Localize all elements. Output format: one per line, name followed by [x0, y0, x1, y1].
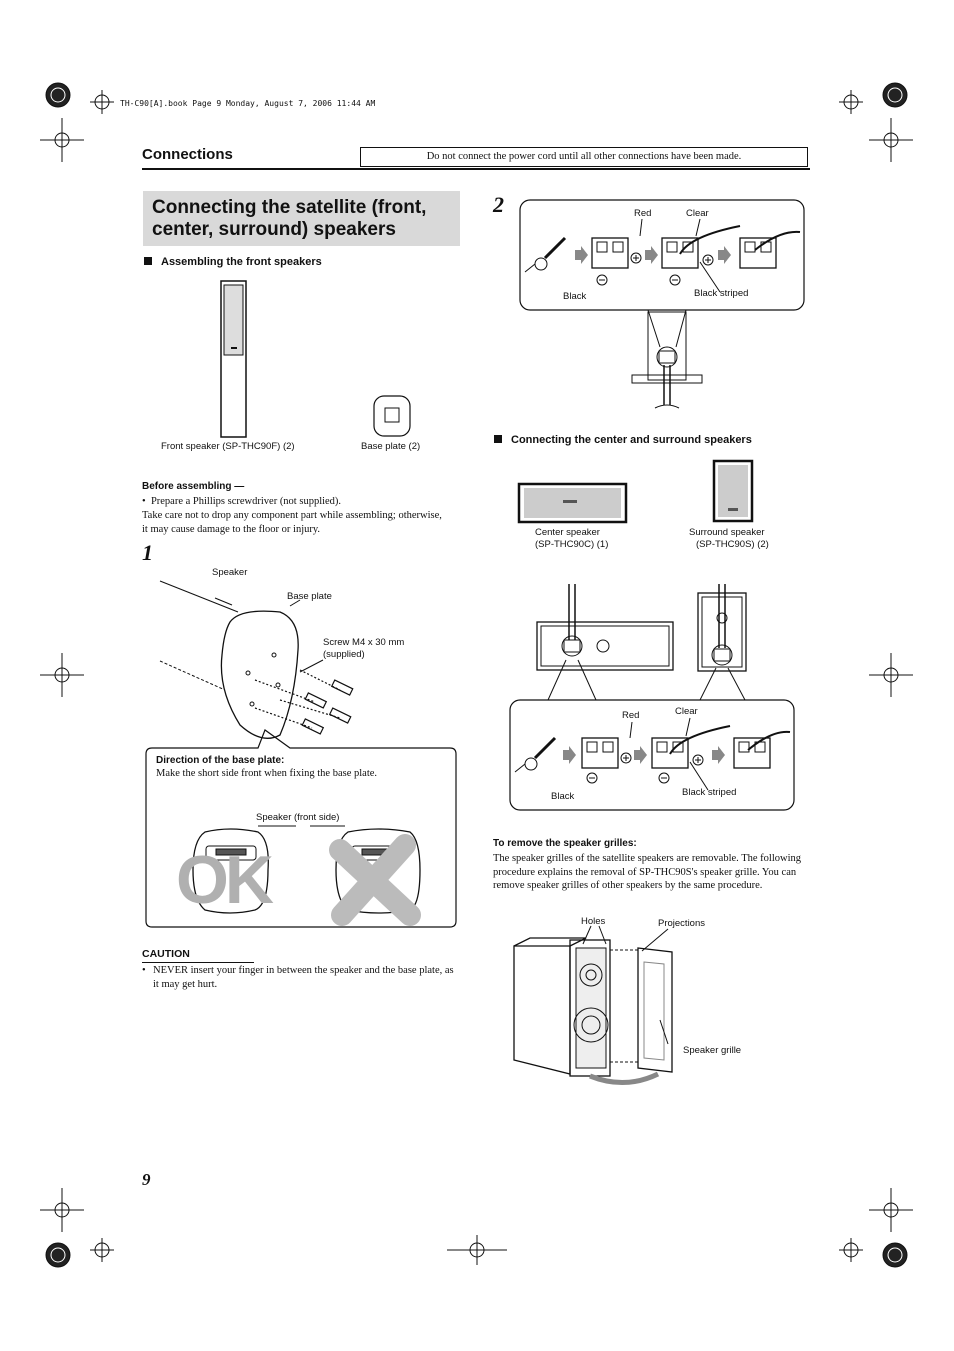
speaker-grille-callout: Speaker grille — [683, 1045, 742, 1056]
direction-text: Make the short side front when fixing th… — [156, 768, 378, 779]
direction-heading: Direction of the base plate: — [156, 755, 285, 766]
clear-wire-label: Clear — [686, 208, 709, 219]
section-title: Connections — [142, 146, 233, 163]
screw-supplied-callout: (supplied) — [323, 649, 365, 660]
page-title: Connecting the satellite (front, center,… — [152, 197, 427, 240]
heading-bullet-square — [494, 435, 502, 443]
center-speaker-label: Center speaker — [535, 527, 600, 538]
center-surround-rear-drawing — [536, 584, 747, 701]
cs-black-wire-label: Black — [551, 791, 575, 802]
before-assembling-heading: Before assembling — — [142, 481, 245, 492]
step2-wiring-panel — [519, 199, 805, 409]
grille-drawing — [513, 925, 673, 1086]
ok-mark: OK — [176, 842, 274, 918]
center-speaker-model: (SP-THC90C) (1) — [535, 539, 609, 550]
book-stamp: TH-C90[A].book Page 9 Monday, August 7, … — [120, 99, 376, 108]
base-plate-drawing — [373, 395, 411, 437]
assembling-heading-text: Assembling the front speakers — [161, 256, 322, 268]
surround-speaker-drawing — [712, 459, 754, 523]
surround-speaker-label: Surround speaker — [689, 527, 765, 538]
center-speaker-drawing — [517, 482, 628, 524]
power-cord-notice: Do not connect the power cord until all … — [360, 147, 808, 167]
caution-bullet-dot: • — [142, 965, 146, 976]
black-striped-wire-label: Black striped — [694, 288, 749, 299]
red-wire-label: Red — [634, 208, 652, 219]
assembling-warning: Take care not to drop any component part… — [142, 510, 442, 535]
ng-plate-drawing — [310, 825, 421, 926]
screwdriver-bullet: • Prepare a Phillips screwdriver (not su… — [142, 496, 342, 507]
cs-clear-wire-label: Clear — [675, 706, 698, 717]
projections-callout: Projections — [658, 918, 705, 929]
cs-red-wire-label: Red — [622, 710, 640, 721]
ok-plate-drawing — [192, 825, 296, 914]
heading-bullet-square — [144, 257, 152, 265]
center-surround-heading-text: Connecting the center and surround speak… — [511, 434, 752, 446]
surround-speaker-model: (SP-THC90S) (2) — [696, 539, 769, 550]
front-speaker-label: Front speaker (SP-THC90F) (2) — [161, 441, 295, 452]
caution-heading: CAUTION — [142, 948, 190, 960]
base-plate-count-label: Base plate (2) — [361, 441, 421, 452]
front-side-callout: Speaker (front side) — [256, 812, 340, 823]
cs-black-striped-wire-label: Black striped — [682, 787, 737, 798]
center-surround-wiring-panel — [509, 699, 795, 811]
title-banner — [143, 191, 460, 246]
screw-callout: Screw M4 x 30 mm — [323, 637, 405, 648]
grilles-heading: To remove the speaker grilles: — [493, 838, 637, 849]
step-1-number: 1 — [142, 540, 153, 565]
front-speaker-drawing — [220, 280, 247, 438]
screwdriver-bullet-text: Prepare a Phillips screwdriver (not supp… — [150, 496, 342, 507]
header-rule — [142, 168, 810, 170]
caution-bullet-text: NEVER insert your finger in between the … — [153, 965, 454, 990]
center-surround-heading: Connecting the center and surround speak… — [494, 434, 752, 446]
step-2-number: 2 — [493, 192, 504, 217]
assembly-drawing — [159, 580, 354, 739]
caution-rule — [142, 962, 254, 963]
black-wire-label: Black — [563, 291, 587, 302]
grilles-text: The speaker grilles of the satellite spe… — [493, 853, 801, 891]
registration-marks — [40, 82, 913, 1268]
caution-bullet: • NEVER insert your finger in between the… — [142, 964, 460, 991]
page-number: 9 — [142, 1170, 151, 1189]
direction-box-frame — [145, 729, 457, 928]
speaker-callout: Speaker — [212, 567, 248, 578]
base-plate-callout: Base plate — [287, 591, 332, 602]
holes-callout: Holes — [581, 916, 606, 927]
assembling-heading: Assembling the front speakers — [144, 256, 322, 268]
